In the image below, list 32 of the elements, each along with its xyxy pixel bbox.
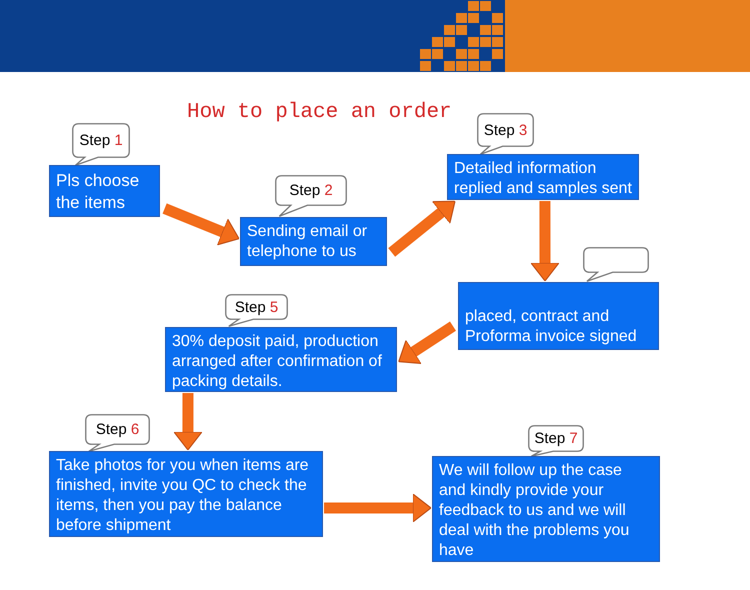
title: How to place an order xyxy=(187,102,452,123)
step-box xyxy=(240,217,387,266)
step-description: Detailed information replied and samples sent xyxy=(454,159,632,199)
speech-bubble xyxy=(85,414,150,452)
step-label: Step 1 xyxy=(79,133,123,148)
step-box xyxy=(458,282,659,350)
step-label: Step 7 xyxy=(534,431,578,446)
arrow xyxy=(162,203,242,246)
step-box xyxy=(447,154,639,200)
speech-bubble xyxy=(275,175,347,217)
step-box xyxy=(49,165,160,217)
arrow xyxy=(396,321,456,366)
step-box xyxy=(432,456,660,562)
arrow xyxy=(324,493,432,522)
step-box xyxy=(165,327,397,392)
arrow xyxy=(173,393,202,450)
step-label: Step 2 xyxy=(289,183,333,198)
step-description: Take photos for you when items are finished, invite you QC to check the items, then you pay the balance before shipment xyxy=(56,456,310,536)
step-description: 30% deposit paid, production arranged after confirmation of packing details. xyxy=(172,332,383,392)
step-description: Sending email or telephone to us xyxy=(247,222,368,262)
step-description: We will follow up the case and kindly provide your feedback to us and we will deal with the problems you have xyxy=(439,461,630,561)
step-description: placed, contract and Proforma invoice signed xyxy=(465,307,638,347)
arrow xyxy=(530,200,560,282)
step-label: Step 5 xyxy=(234,300,278,314)
step-description: Pls choose the items xyxy=(56,170,140,214)
step-label: Step 6 xyxy=(96,422,140,437)
speech-bubble xyxy=(583,247,649,282)
speech-bubble xyxy=(528,425,584,457)
speech-bubble xyxy=(477,113,534,155)
step-label: Step 3 xyxy=(484,122,528,138)
speech-bubble xyxy=(72,123,130,166)
speech-bubble xyxy=(225,294,288,327)
